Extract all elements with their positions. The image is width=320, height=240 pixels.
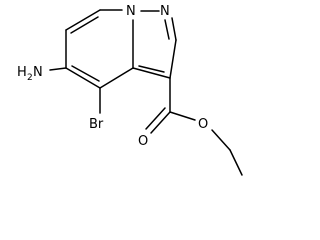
atom-amine-subscript: 2: [27, 73, 33, 83]
bond-c-o-ester: [169, 111, 196, 121]
bond-o-ch2: [211, 129, 231, 151]
bond-c-o-double-a: [150, 111, 171, 134]
atom-amine-n: N: [33, 65, 43, 80]
molecule-structure: N N H 2 N Br O O: [17, 4, 243, 176]
bond-c5-n-amine: [49, 67, 67, 71]
atom-ester-oxygen: O: [198, 117, 208, 132]
bond-n2-c2-inner: [164, 19, 170, 40]
atom-n-ring: N: [126, 4, 136, 19]
atom-bromine: Br: [89, 117, 104, 132]
bond-c7-c6: [65, 9, 101, 31]
bond-n2-c2: [171, 17, 177, 41]
bond-c-o-double-b: [145, 107, 166, 130]
bond-c2-c3: [169, 39, 177, 79]
bond-c7-c6-inner: [70, 16, 99, 34]
bond-c4-c3a: [99, 67, 134, 89]
molecule-diagram: N N H 2 N Br O O: [17, 4, 243, 176]
bond-c3-c3a-inner: [138, 65, 165, 73]
bond-c3-c3a: [132, 67, 171, 79]
atom-n-pyrazole: N: [160, 4, 170, 19]
bond-ch2-ch3: [229, 149, 243, 176]
atom-carbonyl-oxygen: O: [138, 134, 148, 149]
atom-amine-h: H: [17, 65, 27, 80]
bond-c5-c4-inner: [71, 65, 100, 82]
bond-c5-c4: [65, 67, 101, 89]
